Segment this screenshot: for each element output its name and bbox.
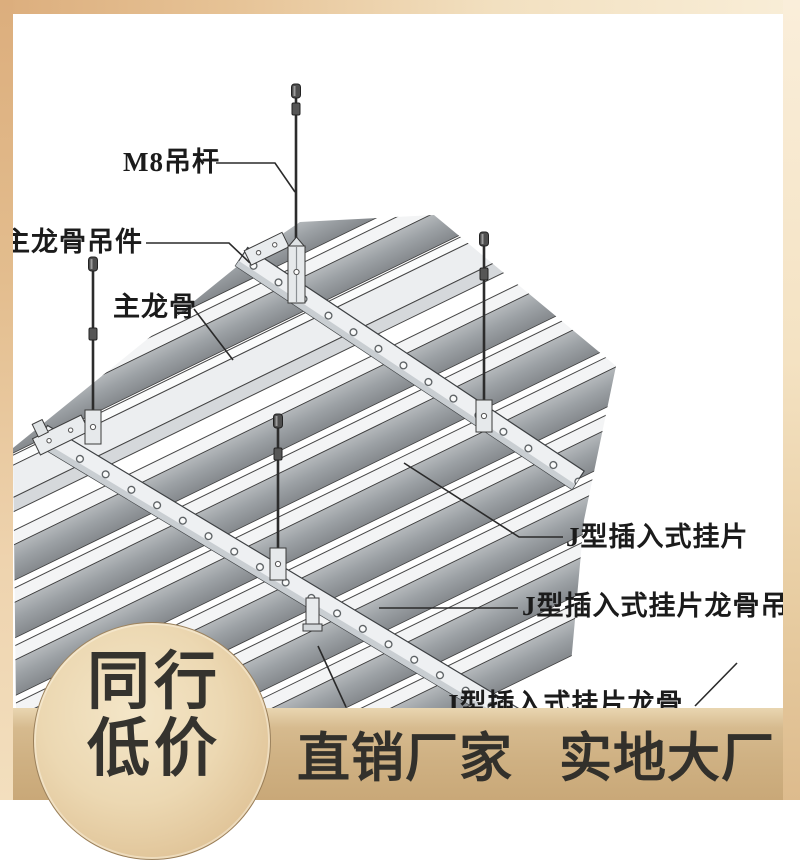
main-keel-hanger-bracket	[243, 231, 290, 266]
promo-badge: 同行 低价	[33, 622, 271, 860]
label-j-insert-panel-keel-hanger: J型插入式挂片龙骨吊件	[522, 591, 800, 621]
keel-clip	[302, 597, 323, 632]
hanger-rod-b	[84, 256, 102, 445]
hanger-rod-a	[286, 83, 307, 304]
label-m8-rod: M8吊杆	[123, 147, 220, 177]
banner-text: 直销厂家 实地大厂	[0, 716, 775, 792]
leader-lines	[146, 162, 738, 708]
banner-text-right: 实地大厂	[559, 729, 775, 788]
badge-line-1: 同行	[87, 647, 221, 717]
hanger-rod-d	[269, 413, 287, 581]
label-main-keel: 主龙骨	[113, 292, 197, 322]
hanger-rod-c	[475, 231, 493, 433]
banner-text-left: 直销厂家	[297, 729, 513, 788]
label-j-insert-panel: J型插入式挂片	[566, 522, 749, 552]
label-main-keel-hanger: 主龙骨吊件	[3, 227, 143, 257]
badge-line-2: 低价	[87, 714, 221, 784]
